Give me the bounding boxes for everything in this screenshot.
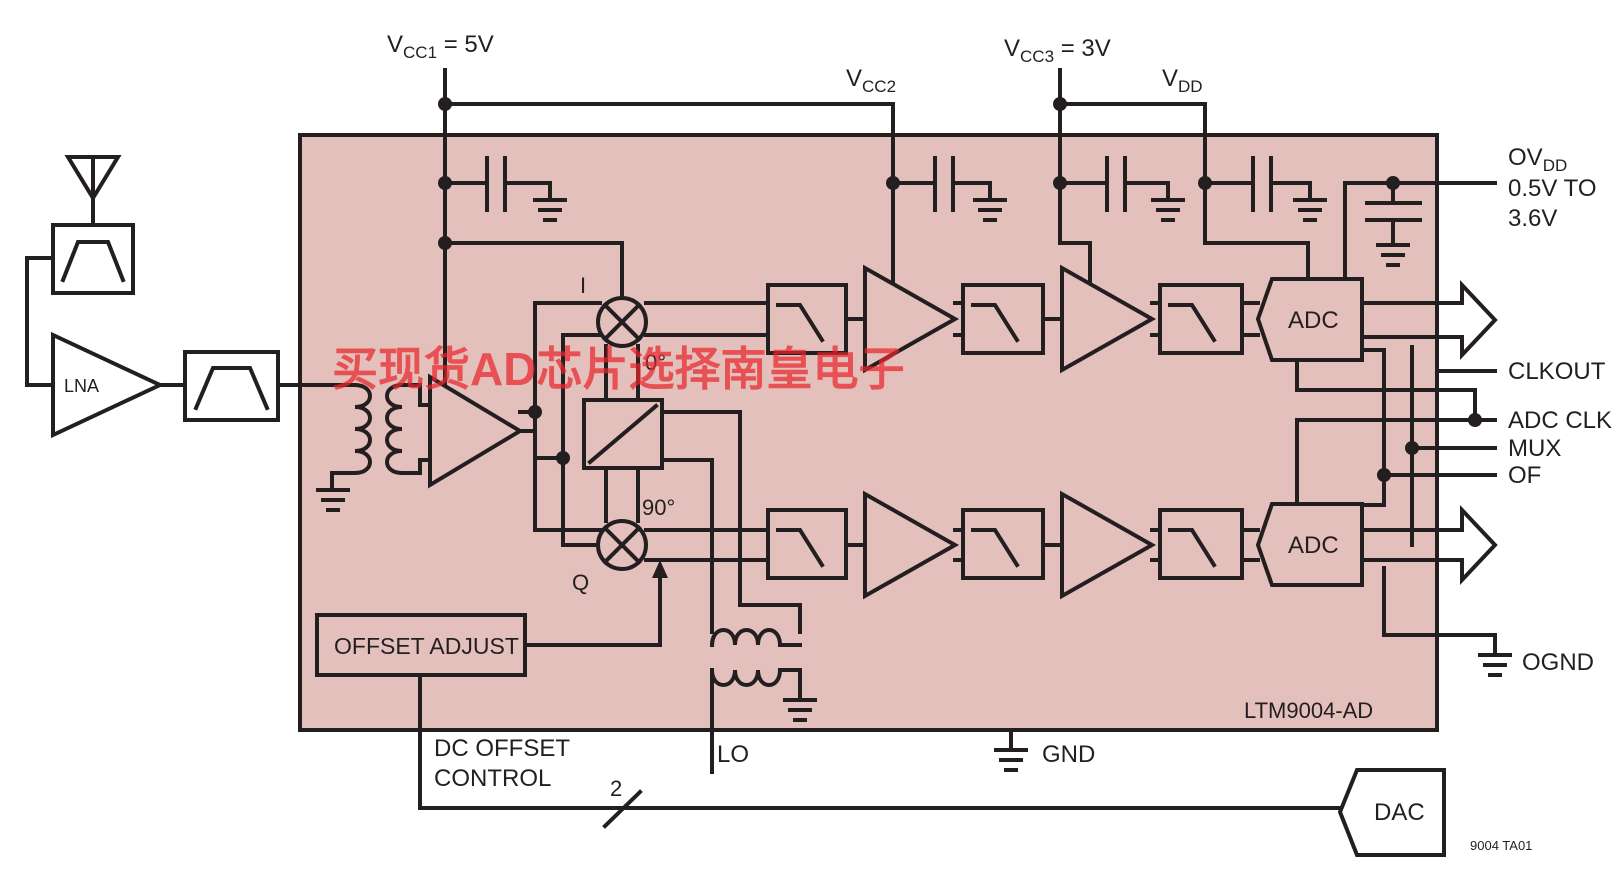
ovdd-range-line1: 0.5V TO bbox=[1508, 175, 1597, 202]
digital-io bbox=[994, 279, 1512, 857]
i-channel bbox=[644, 264, 1364, 374]
gnd-label: GND bbox=[1042, 741, 1095, 768]
ovdd-range-line2: 3.6V bbox=[1508, 205, 1557, 232]
dac-label: DAC bbox=[1374, 799, 1425, 826]
offset-adjust-label: OFFSET ADJUST bbox=[334, 633, 519, 659]
lo-label: LO bbox=[717, 741, 749, 768]
supply-rails bbox=[438, 68, 1497, 432]
dc-offset-label-line1: DC OFFSET bbox=[434, 735, 570, 762]
vcc2-label: VCC2 bbox=[846, 65, 896, 96]
dac-block bbox=[1337, 768, 1446, 857]
phase-0-label: 0° bbox=[645, 350, 666, 375]
of-label: OF bbox=[1508, 462, 1541, 489]
adc-i-shape bbox=[1255, 277, 1364, 362]
adc-q-shape bbox=[1255, 502, 1364, 587]
part-number-label: LTM9004-AD bbox=[1244, 698, 1373, 723]
decoupling-capacitors bbox=[443, 156, 1422, 267]
if-amplifier bbox=[428, 373, 524, 489]
bus-width-label: 2 bbox=[610, 776, 622, 801]
vcc1-label: VCC1 = 5V bbox=[387, 31, 494, 62]
adc-q-label: ADC bbox=[1288, 532, 1339, 559]
adc-clk-label: ADC CLK bbox=[1508, 407, 1612, 434]
phase-90-label: 90° bbox=[642, 495, 675, 520]
lna-label: LNA bbox=[64, 376, 99, 396]
adc-i-label: ADC bbox=[1288, 307, 1339, 334]
ognd-label: OGND bbox=[1522, 649, 1594, 676]
ovdd-label: OVDD bbox=[1508, 144, 1567, 175]
lna-triangle bbox=[51, 331, 165, 439]
watermark-text: 买现货AD芯片选择南皇电子 bbox=[332, 343, 904, 395]
mixer-section bbox=[315, 296, 1342, 829]
input-chain bbox=[25, 155, 537, 512]
dc-offset-label-line2: CONTROL bbox=[434, 765, 551, 792]
q-label: Q bbox=[572, 570, 589, 595]
vdd-label: VDD bbox=[1162, 65, 1203, 96]
vcc3-label: VCC3 = 3V bbox=[1004, 35, 1111, 66]
labels: VCC1 = 5V VCC2 VCC3 = 3V VDD OVDD 0.5V T… bbox=[64, 31, 1612, 853]
figure-id-label: 9004 TA01 bbox=[1470, 838, 1532, 853]
i-label: I bbox=[580, 273, 586, 298]
clkout-label: CLKOUT bbox=[1508, 358, 1606, 385]
q-channel bbox=[644, 490, 1364, 600]
mux-label: MUX bbox=[1508, 435, 1561, 462]
